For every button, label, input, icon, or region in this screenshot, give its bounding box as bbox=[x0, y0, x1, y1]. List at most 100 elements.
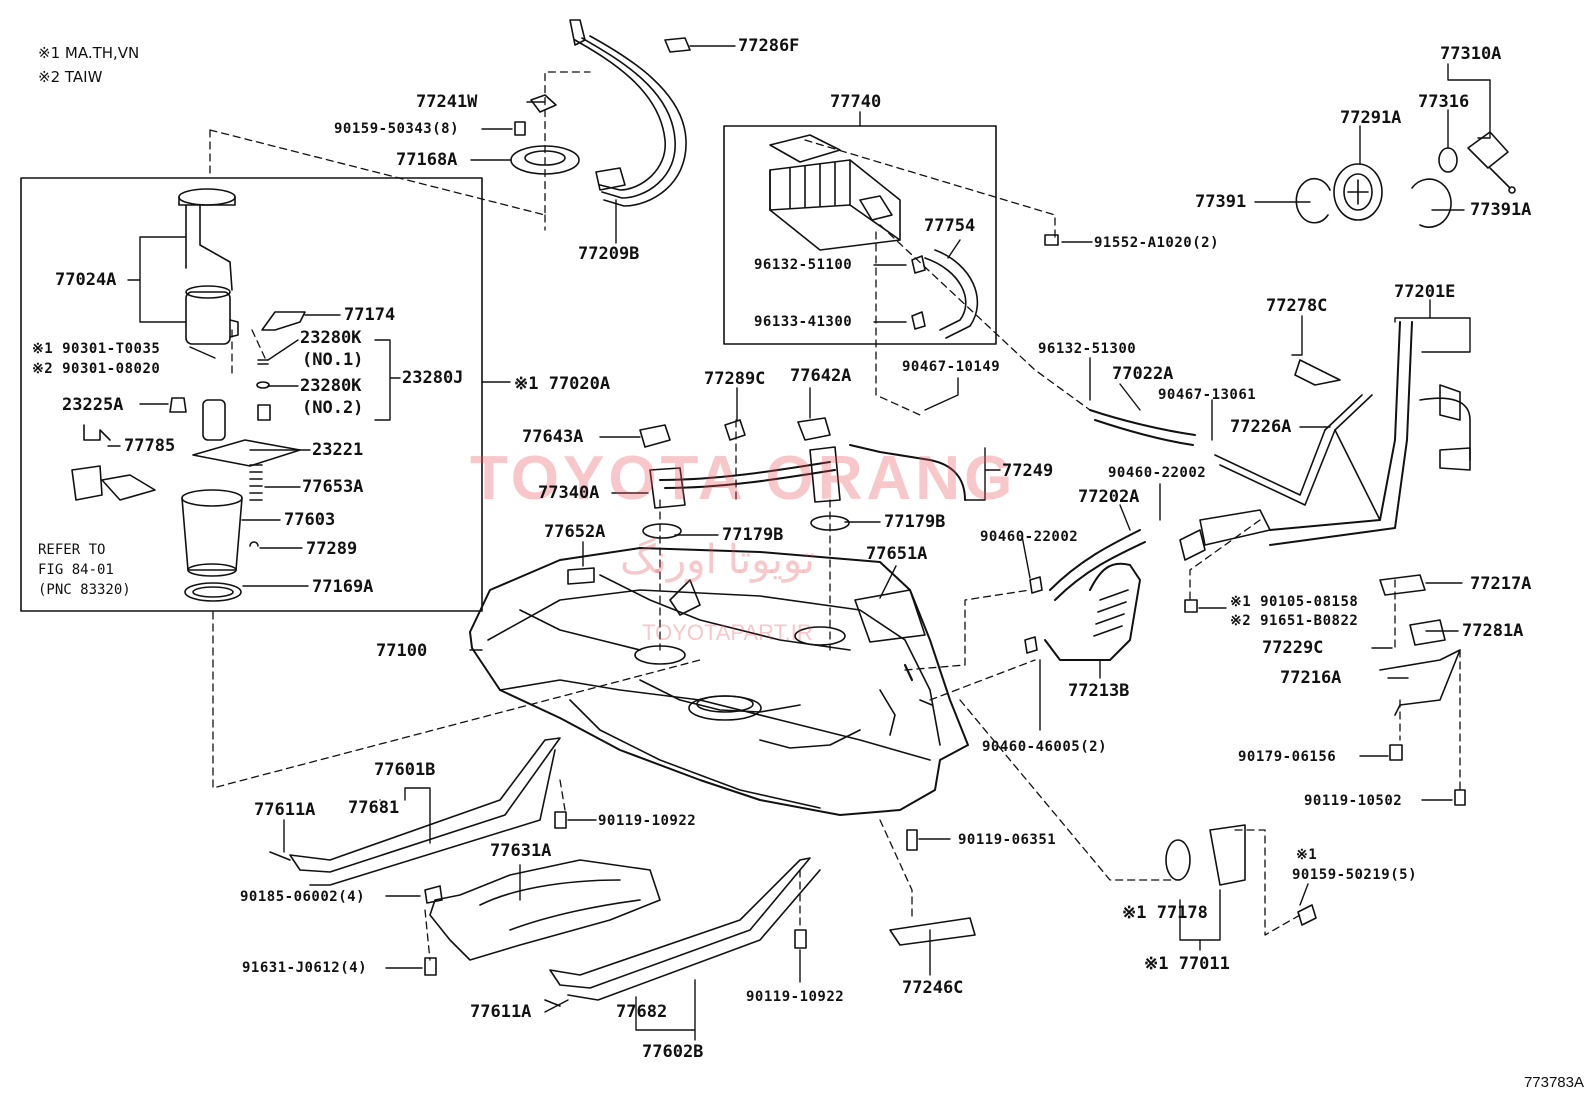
strap-parts bbox=[269, 737, 976, 1007]
part-77631A[interactable]: 77631A bbox=[490, 841, 552, 861]
part-77286F[interactable]: 77286F bbox=[738, 36, 800, 56]
part-77601B[interactable]: 77601B bbox=[374, 760, 436, 780]
part-90301-T0035[interactable]: ※1 90301-T0035 bbox=[32, 341, 161, 357]
part-77020A[interactable]: ※1 77020A bbox=[514, 374, 611, 394]
part-90460-46005[interactable]: 90460-46005(2) bbox=[982, 739, 1108, 755]
part-77682[interactable]: 77682 bbox=[616, 1002, 668, 1022]
part-96132-51300[interactable]: 96132-51300 bbox=[1038, 341, 1137, 357]
part-77179B-2[interactable]: 77179B bbox=[884, 512, 946, 532]
part-77653A[interactable]: 77653A bbox=[302, 477, 364, 497]
part-77217A[interactable]: 77217A bbox=[1470, 574, 1532, 594]
part-90179-06156[interactable]: 90179-06156 bbox=[1238, 749, 1337, 765]
part-23280K-2[interactable]: 23280K bbox=[300, 376, 362, 396]
part-96133-41300[interactable]: 96133-41300 bbox=[754, 314, 853, 330]
leader-lines bbox=[107, 45, 1491, 1041]
refer-line-3: (PNC 83320) bbox=[38, 582, 131, 598]
part-90119-10922-a[interactable]: 90119-10922 bbox=[598, 813, 697, 829]
part-91552-A1020[interactable]: 91552-A1020(2) bbox=[1094, 235, 1220, 251]
part-23280K-no1: (NO.1) bbox=[302, 350, 364, 370]
part-91651-B0822[interactable]: ※2 91651-B0822 bbox=[1230, 613, 1359, 629]
part-77174[interactable]: 77174 bbox=[344, 305, 396, 325]
figure-id: 773783A bbox=[1523, 1074, 1584, 1091]
part-96132-51100[interactable]: 96132-51100 bbox=[754, 257, 853, 273]
fuel-tank-drawing bbox=[469, 547, 969, 816]
fuel-cap-parts bbox=[1295, 131, 1516, 228]
part-77226A[interactable]: 77226A bbox=[1230, 417, 1292, 437]
part-23280K-no2: (NO.2) bbox=[302, 398, 364, 418]
part-90159-50343[interactable]: 90159-50343(8) bbox=[334, 121, 460, 137]
filler-pipe-parts bbox=[1044, 321, 1471, 886]
note-1: ※1 MA.TH,VN bbox=[38, 44, 140, 62]
sender-gauge-parts bbox=[510, 19, 691, 207]
part-90159-50219[interactable]: 90159-50219(5) bbox=[1292, 867, 1418, 883]
watermark-persian: تویوتا اورنگ bbox=[620, 538, 815, 582]
part-77281A[interactable]: 77281A bbox=[1462, 621, 1524, 641]
fasteners bbox=[424, 234, 1466, 976]
part-77229C[interactable]: 77229C bbox=[1262, 638, 1324, 658]
canister-parts bbox=[769, 134, 979, 339]
part-77611A-1[interactable]: 77611A bbox=[254, 800, 316, 820]
part-77169A[interactable]: 77169A bbox=[312, 577, 374, 597]
part-77100[interactable]: 77100 bbox=[376, 641, 428, 661]
part-77249[interactable]: 77249 bbox=[1002, 461, 1054, 481]
part-77201E[interactable]: 77201E bbox=[1394, 282, 1456, 302]
part-77291A[interactable]: 77291A bbox=[1340, 108, 1402, 128]
watermark-latin: TOYOTA ORANG bbox=[470, 444, 1017, 513]
part-23225A[interactable]: 23225A bbox=[62, 395, 124, 415]
pump-assembly-box bbox=[20, 177, 483, 612]
part-77611A-2[interactable]: 77611A bbox=[470, 1002, 532, 1022]
part-23280J[interactable]: 23280J bbox=[402, 368, 464, 388]
part-77652A[interactable]: 77652A bbox=[544, 522, 606, 542]
part-90460-22002-a[interactable]: 90460-22002 bbox=[1108, 465, 1207, 481]
part-90467-13061[interactable]: 90467-13061 bbox=[1158, 387, 1257, 403]
part-77168A[interactable]: 77168A bbox=[396, 150, 458, 170]
part-77179B-1[interactable]: 77179B bbox=[722, 525, 784, 545]
part-77740[interactable]: 77740 bbox=[830, 92, 882, 112]
part-77289[interactable]: 77289 bbox=[306, 539, 358, 559]
part-77209B[interactable]: 77209B bbox=[578, 244, 640, 264]
part-90159-50219-note: ※1 bbox=[1296, 847, 1318, 863]
part-23221[interactable]: 23221 bbox=[312, 440, 364, 460]
part-77643A[interactable]: 77643A bbox=[522, 427, 584, 447]
part-77681[interactable]: 77681 bbox=[348, 798, 400, 818]
part-90185-06002[interactable]: 90185-06002(4) bbox=[240, 889, 366, 905]
part-90460-22002-b[interactable]: 90460-22002 bbox=[980, 529, 1079, 545]
part-77785[interactable]: 77785 bbox=[124, 436, 176, 456]
part-77213B[interactable]: 77213B bbox=[1068, 681, 1130, 701]
refer-line-1: REFER TO bbox=[38, 542, 106, 558]
note-2: ※2 TAIW bbox=[38, 68, 103, 86]
part-77178[interactable]: ※1 77178 bbox=[1122, 903, 1208, 923]
part-77202A[interactable]: 77202A bbox=[1078, 487, 1140, 507]
part-90467-10149[interactable]: 90467-10149 bbox=[902, 359, 1001, 375]
part-23280K-1[interactable]: 23280K bbox=[300, 328, 362, 348]
part-90119-10922-b[interactable]: 90119-10922 bbox=[746, 989, 845, 1005]
part-77391[interactable]: 77391 bbox=[1195, 192, 1247, 212]
part-77391A[interactable]: 77391A bbox=[1470, 200, 1532, 220]
part-77602B[interactable]: 77602B bbox=[642, 1042, 704, 1062]
part-77246C[interactable]: 77246C bbox=[902, 978, 964, 998]
part-77310A[interactable]: 77310A bbox=[1440, 44, 1502, 64]
part-77024A[interactable]: 77024A bbox=[55, 270, 117, 290]
middle-parts bbox=[567, 417, 1043, 654]
part-77651A[interactable]: 77651A bbox=[866, 544, 928, 564]
part-77603[interactable]: 77603 bbox=[284, 510, 336, 530]
refer-note: REFER TO FIG 84-01 (PNC 83320) bbox=[38, 540, 131, 600]
part-77754[interactable]: 77754 bbox=[924, 216, 976, 236]
part-90119-10502[interactable]: 90119-10502 bbox=[1304, 793, 1403, 809]
part-77340A[interactable]: 77340A bbox=[538, 483, 600, 503]
part-77011[interactable]: ※1 77011 bbox=[1144, 954, 1230, 974]
part-90301-08020[interactable]: ※2 90301-08020 bbox=[32, 361, 161, 377]
watermark-site: TOYOTAPART.IR bbox=[642, 620, 813, 645]
part-90119-06351[interactable]: 90119-06351 bbox=[958, 832, 1057, 848]
part-77316[interactable]: 77316 bbox=[1418, 92, 1470, 112]
part-77642A[interactable]: 77642A bbox=[790, 366, 852, 386]
part-77022A[interactable]: 77022A bbox=[1112, 364, 1174, 384]
part-91631-J0612[interactable]: 91631-J0612(4) bbox=[242, 960, 368, 976]
part-77278C[interactable]: 77278C bbox=[1266, 296, 1328, 316]
part-77241W[interactable]: 77241W bbox=[416, 92, 478, 112]
part-77216A[interactable]: 77216A bbox=[1280, 668, 1342, 688]
part-90105-08158[interactable]: ※1 90105-08158 bbox=[1230, 594, 1359, 610]
part-77289C[interactable]: 77289C bbox=[704, 369, 766, 389]
